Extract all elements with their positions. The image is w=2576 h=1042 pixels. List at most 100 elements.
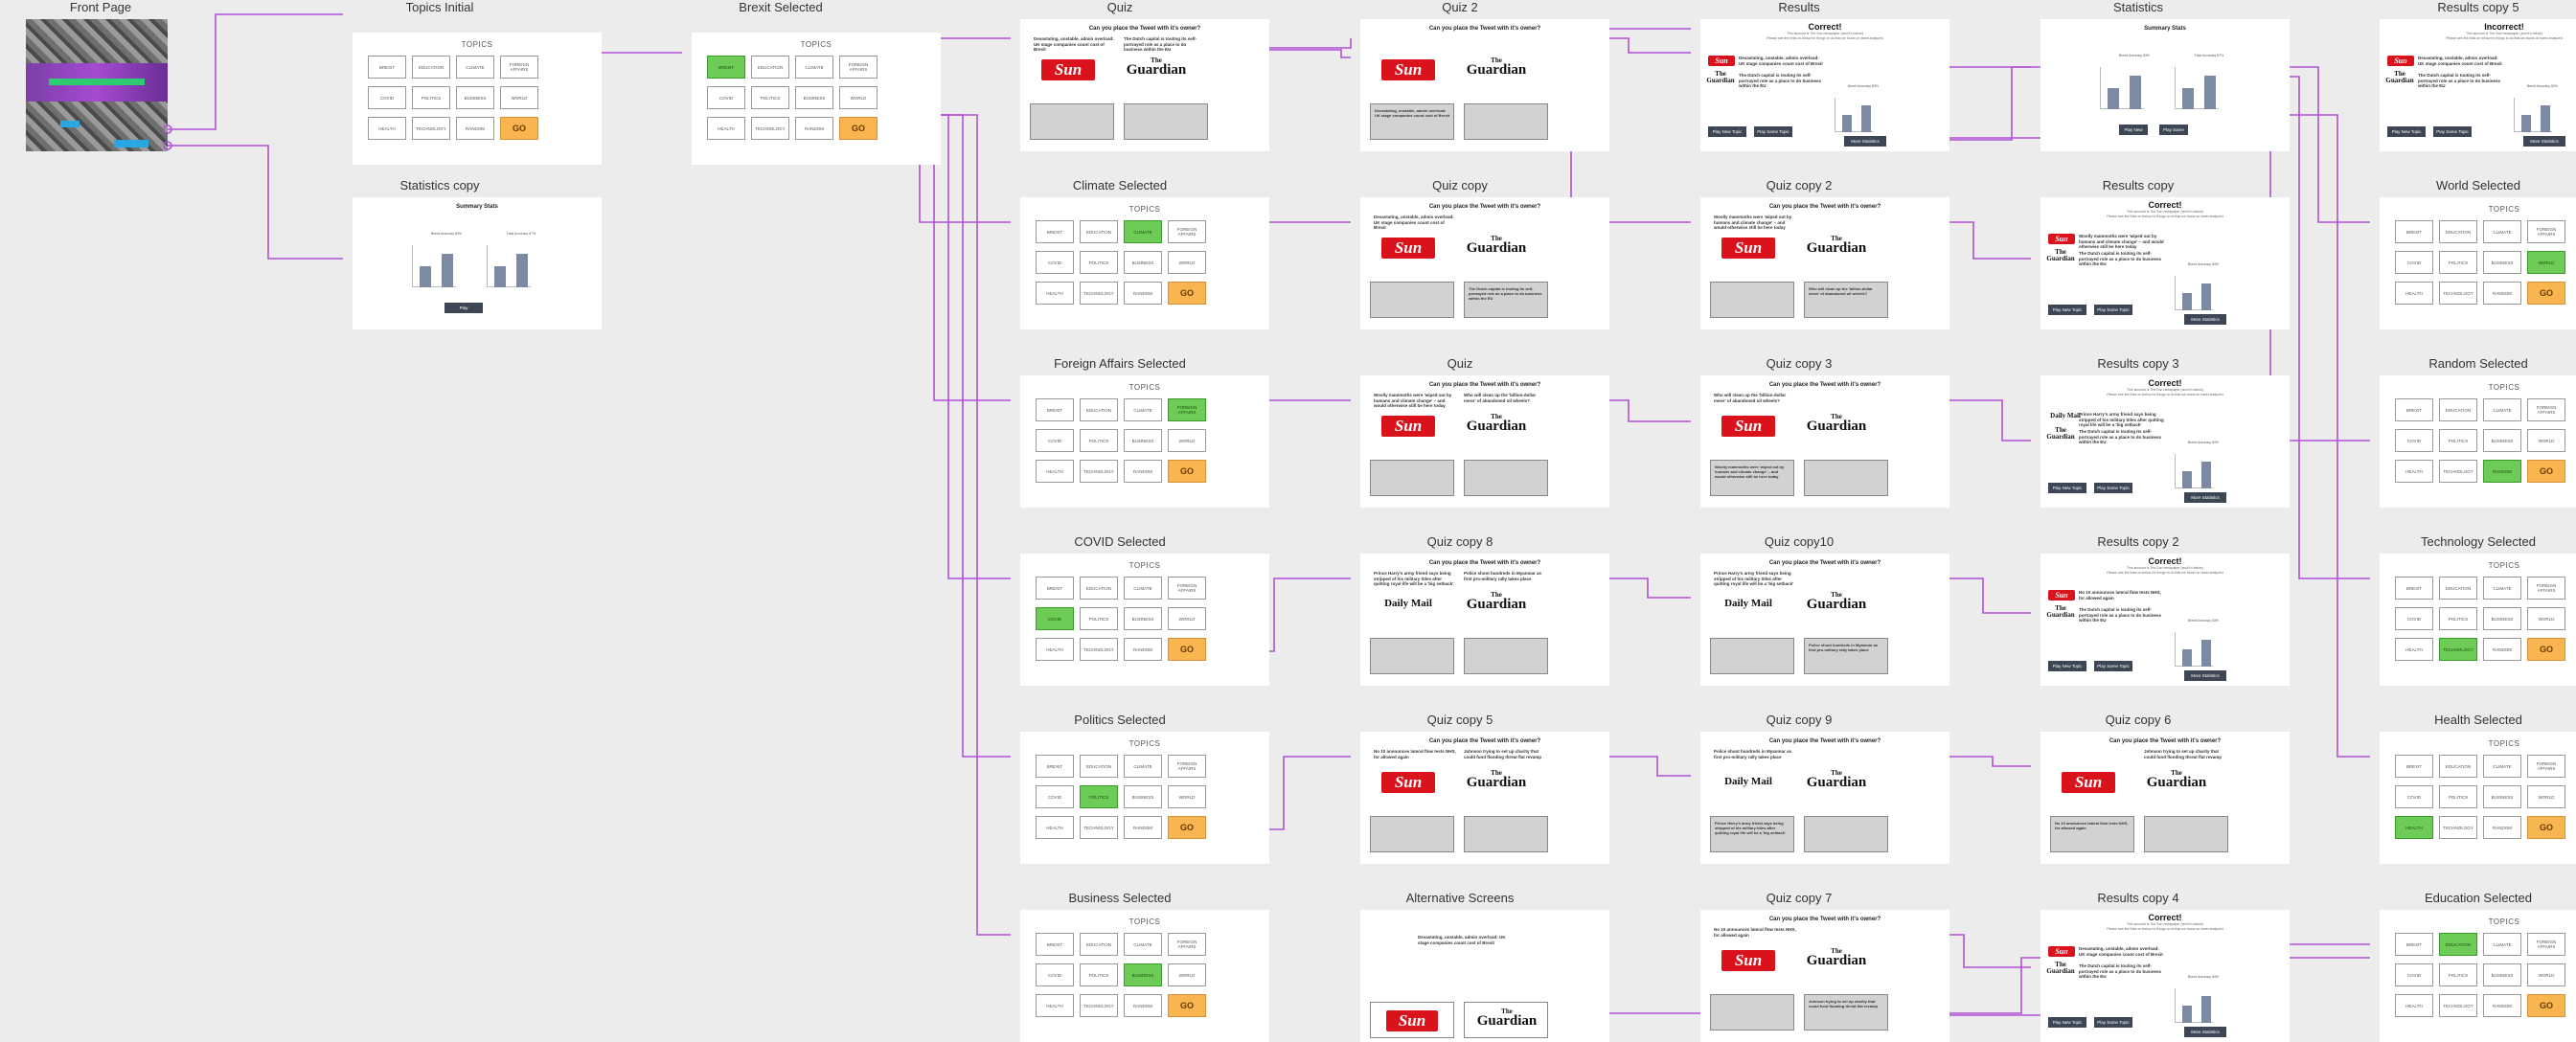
go-button[interactable]: GO: [839, 117, 878, 140]
topic-education-button[interactable]: EDUCATION: [1080, 398, 1118, 421]
topic-foreign-affairs-button[interactable]: FOREIGN AFFAIRS: [500, 56, 538, 79]
play-button[interactable]: Play: [445, 303, 483, 313]
topic-climate-button[interactable]: CLIMATE: [1124, 398, 1162, 421]
play-same-topic-button[interactable]: Play Same Topic: [2094, 1017, 2132, 1028]
topic-random-button[interactable]: RANDOM: [1124, 994, 1162, 1017]
topic-politics-button[interactable]: POLITICS: [2439, 963, 2477, 986]
topic-climate-button[interactable]: CLIMATE: [1124, 933, 1162, 956]
answer-box-right[interactable]: [1124, 103, 1208, 140]
play-new-topic-button[interactable]: Play New Topic: [2387, 126, 2426, 137]
topic-business-button[interactable]: BUSINESS: [1124, 607, 1162, 630]
topic-covid-button[interactable]: COVID: [2395, 607, 2433, 630]
more-statistics-button[interactable]: More Statistics: [2184, 492, 2226, 503]
more-statistics-button[interactable]: More Statistics: [2184, 1027, 2226, 1037]
topic-covid-button[interactable]: COVID: [2395, 785, 2433, 808]
go-button[interactable]: GO: [1168, 994, 1206, 1017]
topic-brexit-button[interactable]: BREXIT: [1036, 398, 1074, 421]
topic-foreign-affairs-button[interactable]: FOREIGN AFFAIRS: [2527, 755, 2565, 778]
topic-covid-button[interactable]: COVID: [2395, 429, 2433, 452]
topic-foreign-affairs-button[interactable]: FOREIGN AFFAIRS: [839, 56, 878, 79]
topic-world-button[interactable]: WORLD: [2527, 785, 2565, 808]
topic-politics-button[interactable]: POLITICS: [1080, 607, 1118, 630]
topic-climate-button[interactable]: CLIMATE: [1124, 220, 1162, 243]
answer-box-right[interactable]: Police shoot hundreds in Myanmar as firs…: [1804, 638, 1888, 674]
play-button[interactable]: [60, 121, 80, 127]
topic-health-button[interactable]: HEALTH: [1036, 282, 1074, 305]
topic-technology-button[interactable]: TECHNOLOGY: [1080, 994, 1118, 1017]
topic-politics-button[interactable]: POLITICS: [412, 86, 450, 109]
topic-foreign-affairs-button[interactable]: FOREIGN AFFAIRS: [1168, 755, 1206, 778]
topic-brexit-button[interactable]: BREXIT: [1036, 577, 1074, 600]
topic-random-button[interactable]: RANDOM: [1124, 460, 1162, 483]
play-button[interactable]: Play New Topic: [2119, 125, 2148, 143]
topic-business-button[interactable]: BUSINESS: [2483, 429, 2521, 452]
topic-brexit-button[interactable]: BREXIT: [2395, 933, 2433, 956]
topic-business-button[interactable]: BUSINESS: [2483, 963, 2521, 986]
topic-technology-button[interactable]: TECHNOLOGY: [2439, 994, 2477, 1017]
topic-politics-button[interactable]: POLITICS: [2439, 785, 2477, 808]
go-button[interactable]: GO: [1168, 816, 1206, 839]
topic-random-button[interactable]: RANDOM: [1124, 816, 1162, 839]
topic-covid-button[interactable]: COVID: [2395, 963, 2433, 986]
play-same-topic-button[interactable]: Play Same Topic: [1754, 126, 1792, 137]
topic-politics-button[interactable]: POLITICS: [1080, 251, 1118, 274]
topic-education-button[interactable]: EDUCATION: [2439, 577, 2477, 600]
topic-technology-button[interactable]: TECHNOLOGY: [2439, 282, 2477, 305]
answer-box-right[interactable]: Johnson trying to set up charity that co…: [1804, 994, 1888, 1031]
answer-box-left[interactable]: Devastating, unstable, admin overload: U…: [1370, 103, 1454, 140]
answer-box-left[interactable]: [1710, 282, 1794, 318]
topic-business-button[interactable]: BUSINESS: [1124, 785, 1162, 808]
topic-education-button[interactable]: EDUCATION: [1080, 933, 1118, 956]
play-new-topic-button[interactable]: Play New Topic: [2048, 661, 2086, 671]
answer-box-right[interactable]: [1464, 103, 1548, 140]
topic-covid-button[interactable]: COVID: [1036, 963, 1074, 986]
topic-world-button[interactable]: WORLD: [2527, 251, 2565, 274]
topic-education-button[interactable]: EDUCATION: [1080, 755, 1118, 778]
topic-health-button[interactable]: HEALTH: [368, 117, 406, 140]
topic-education-button[interactable]: EDUCATION: [412, 56, 450, 79]
topic-foreign-affairs-button[interactable]: FOREIGN AFFAIRS: [1168, 577, 1206, 600]
topic-health-button[interactable]: HEALTH: [2395, 460, 2433, 483]
answer-box-left[interactable]: Sun: [1370, 1002, 1454, 1038]
topic-health-button[interactable]: HEALTH: [707, 117, 745, 140]
go-button[interactable]: GO: [500, 117, 538, 140]
answer-box-right[interactable]: Who will clean up the 'billion-dollar me…: [1804, 282, 1888, 318]
topic-climate-button[interactable]: CLIMATE: [795, 56, 833, 79]
topic-foreign-affairs-button[interactable]: FOREIGN AFFAIRS: [2527, 398, 2565, 421]
topic-politics-button[interactable]: POLITICS: [2439, 607, 2477, 630]
answer-box-left[interactable]: Woolly mammoths were 'wiped out by human…: [1710, 460, 1794, 496]
topic-world-button[interactable]: WORLD: [2527, 429, 2565, 452]
topic-climate-button[interactable]: CLIMATE: [1124, 577, 1162, 600]
topic-technology-button[interactable]: TECHNOLOGY: [412, 117, 450, 140]
topic-brexit-button[interactable]: BREXIT: [2395, 755, 2433, 778]
topic-business-button[interactable]: BUSINESS: [795, 86, 833, 109]
topic-random-button[interactable]: RANDOM: [456, 117, 494, 140]
more-statistics-button[interactable]: More Statistics: [2184, 314, 2226, 325]
topic-politics-button[interactable]: POLITICS: [2439, 251, 2477, 274]
topic-health-button[interactable]: HEALTH: [2395, 638, 2433, 661]
go-button[interactable]: GO: [1168, 460, 1206, 483]
topic-brexit-button[interactable]: BREXIT: [1036, 220, 1074, 243]
topic-random-button[interactable]: RANDOM: [2483, 638, 2521, 661]
topic-climate-button[interactable]: CLIMATE: [2483, 933, 2521, 956]
go-button[interactable]: GO: [1168, 282, 1206, 305]
topic-world-button[interactable]: WORLD: [1168, 963, 1206, 986]
topic-health-button[interactable]: HEALTH: [2395, 816, 2433, 839]
topic-brexit-button[interactable]: BREXIT: [707, 56, 745, 79]
topic-technology-button[interactable]: TECHNOLOGY: [751, 117, 789, 140]
topic-covid-button[interactable]: COVID: [2395, 251, 2433, 274]
topic-politics-button[interactable]: POLITICS: [751, 86, 789, 109]
play-same-topic-button[interactable]: Play Same Topic: [2094, 305, 2132, 315]
topic-business-button[interactable]: BUSINESS: [2483, 785, 2521, 808]
topic-technology-button[interactable]: TECHNOLOGY: [1080, 460, 1118, 483]
answer-box-right[interactable]: [1464, 638, 1548, 674]
topic-health-button[interactable]: HEALTH: [1036, 994, 1074, 1017]
topic-brexit-button[interactable]: BREXIT: [2395, 220, 2433, 243]
topic-technology-button[interactable]: TECHNOLOGY: [1080, 816, 1118, 839]
answer-box-right[interactable]: [1464, 460, 1548, 496]
topic-foreign-affairs-button[interactable]: FOREIGN AFFAIRS: [1168, 220, 1206, 243]
answer-box-left[interactable]: [1370, 638, 1454, 674]
topic-education-button[interactable]: EDUCATION: [2439, 755, 2477, 778]
topic-education-button[interactable]: EDUCATION: [1080, 220, 1118, 243]
